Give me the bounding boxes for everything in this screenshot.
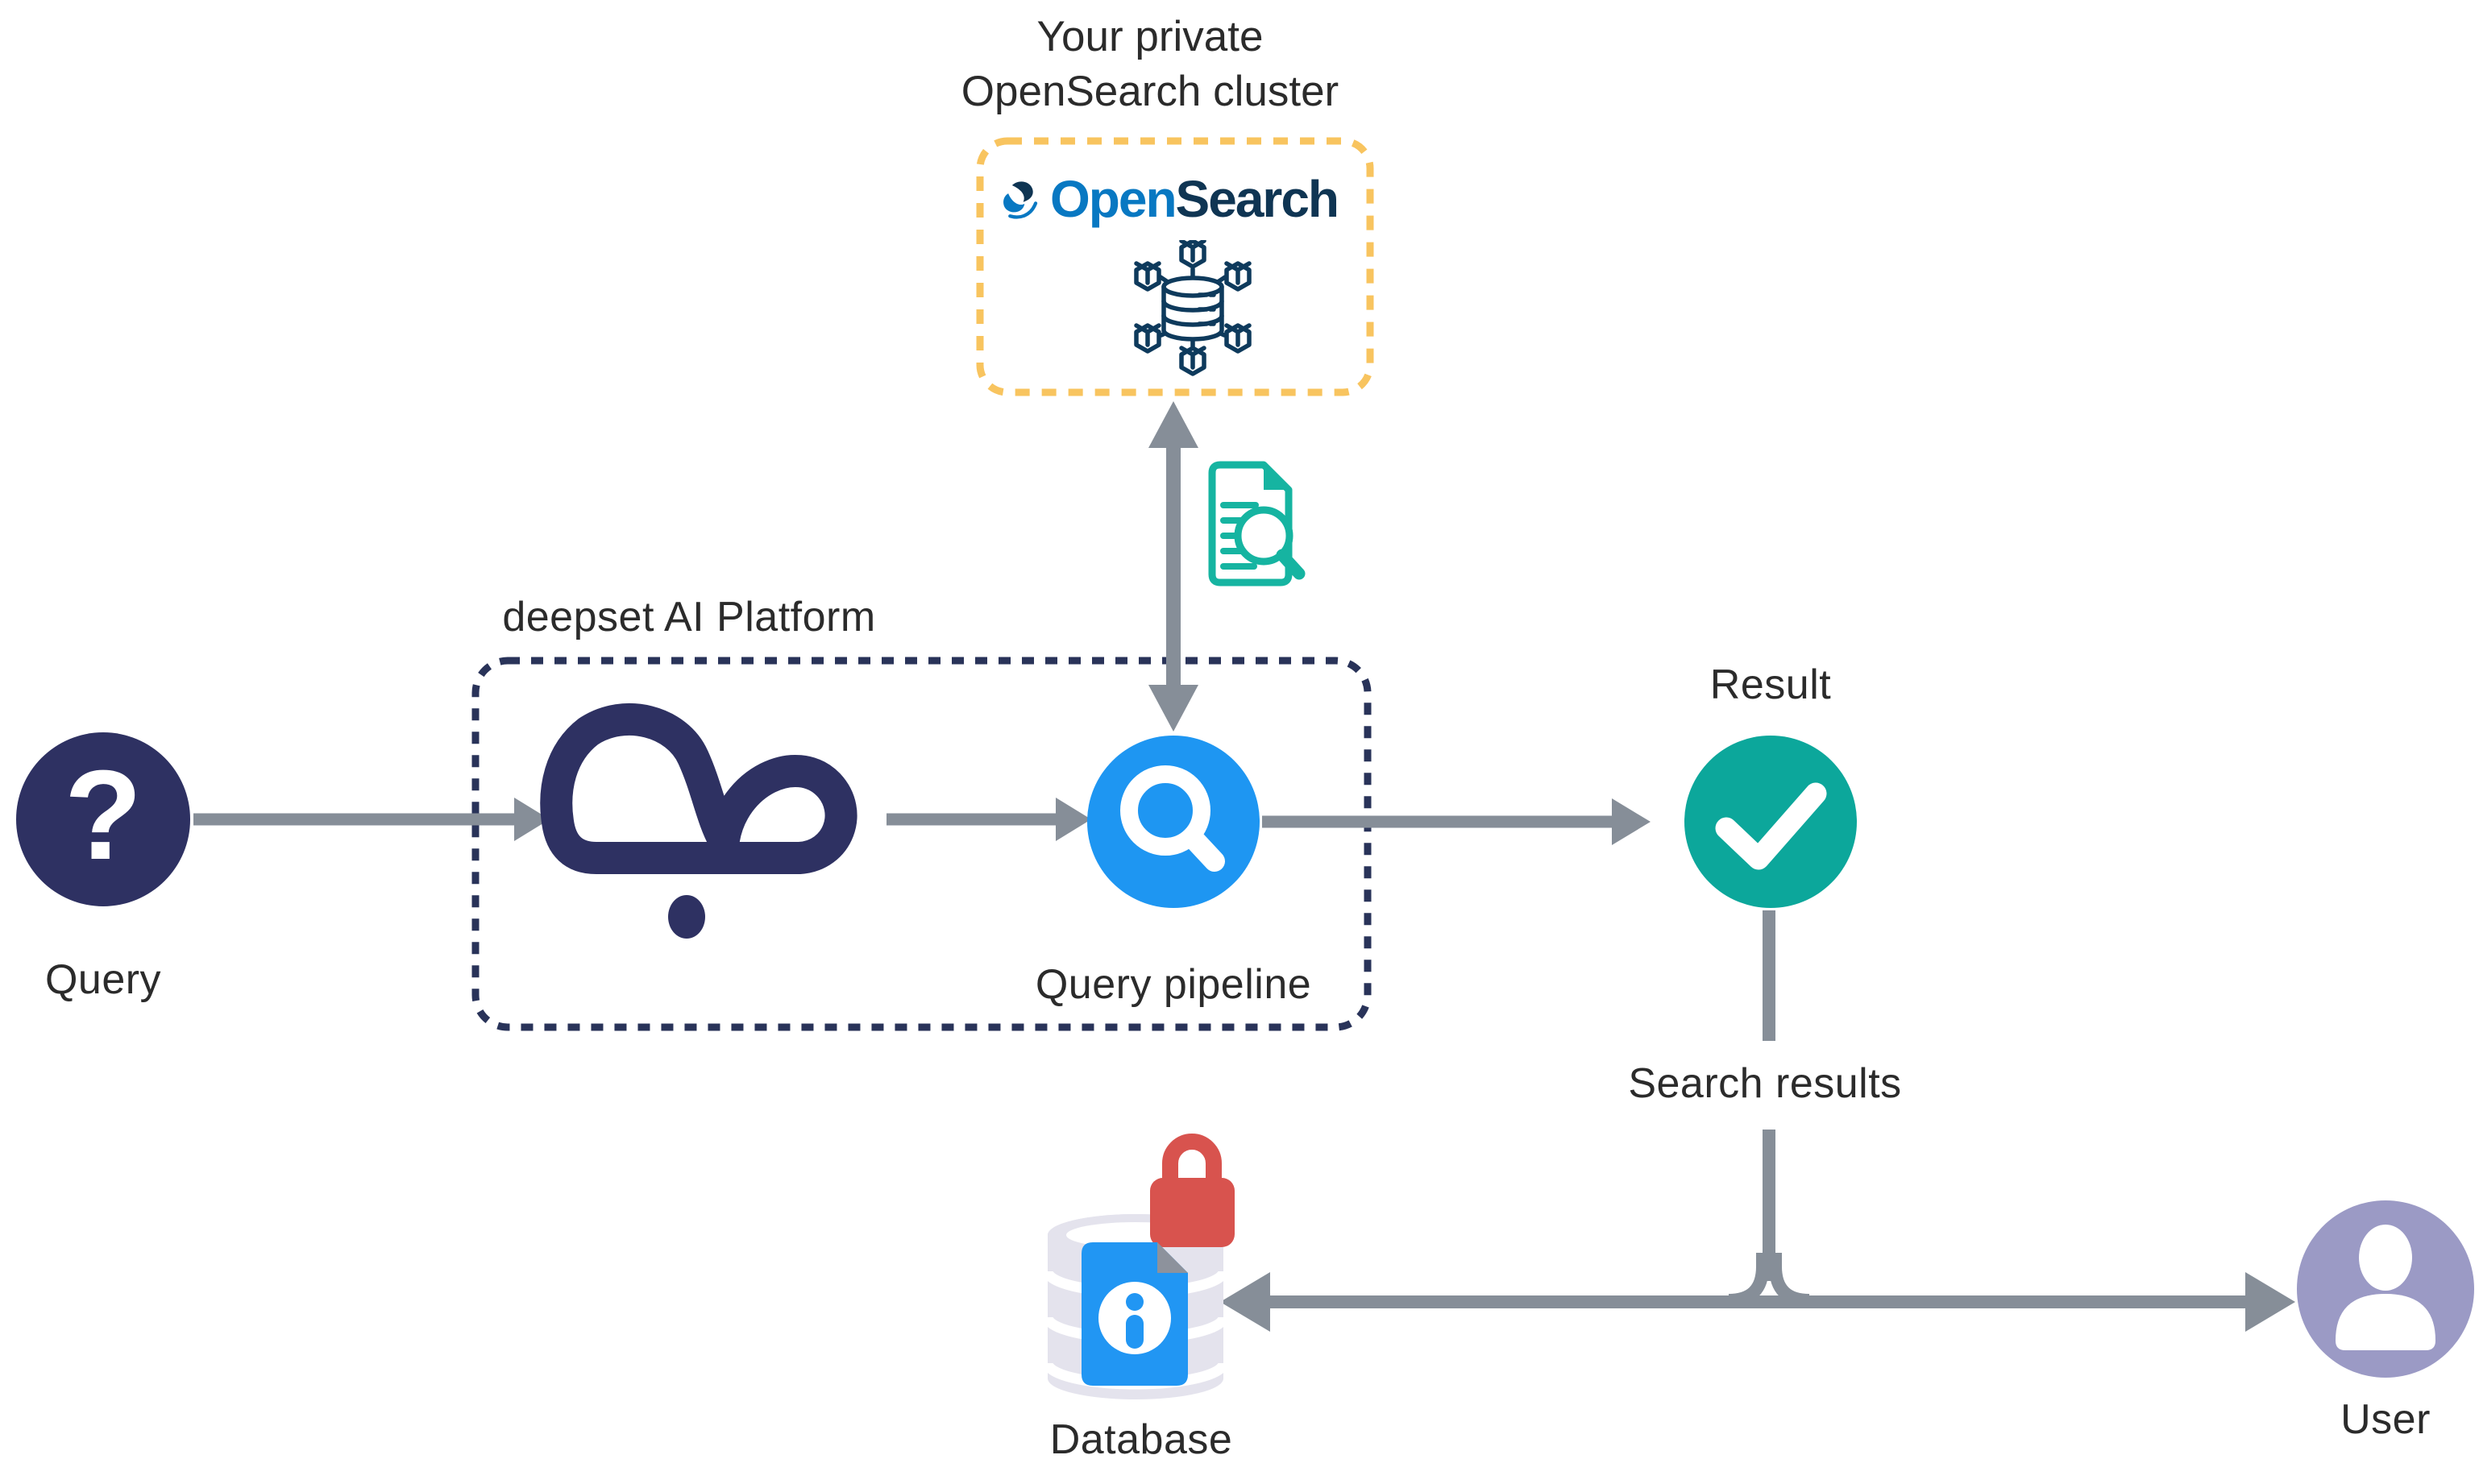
query-label: Query <box>44 956 162 1003</box>
split-fillet-left <box>1728 1253 1769 1307</box>
person-icon <box>2336 1225 2435 1350</box>
distributed-database-icon <box>1134 240 1252 376</box>
query-node: ? <box>16 732 190 906</box>
opensearch-cluster-title: Your private OpenSearch cluster <box>961 10 1339 119</box>
info-document-icon <box>1082 1242 1188 1386</box>
opensearch-cluster-box <box>976 137 1374 396</box>
query-pipeline-node <box>1087 736 1260 908</box>
opensearch-wordmark-open: Open <box>1049 170 1177 228</box>
search-results-label: Search results <box>1620 1059 1910 1108</box>
arrowhead-deepset-to-pipeline <box>1056 798 1091 841</box>
user-label: User <box>2340 1396 2431 1443</box>
user-node <box>2297 1200 2474 1378</box>
arrowhead-up-to-cluster <box>1148 401 1198 448</box>
question-mark-icon: ? <box>64 744 143 886</box>
opensearch-logo: OpenSearch <box>999 155 1339 243</box>
arrowhead-down-to-pipeline <box>1148 685 1198 732</box>
result-label: Result <box>1709 661 1832 708</box>
check-icon <box>1715 782 1827 870</box>
deepset-cloud-logo-icon <box>540 703 857 939</box>
arrowhead-to-database <box>1220 1272 1270 1332</box>
arrowhead-pipeline-to-result <box>1612 798 1651 845</box>
lock-icon <box>1150 1134 1235 1247</box>
database-label: Database <box>1049 1416 1233 1463</box>
arrowhead-to-user <box>2245 1272 2295 1332</box>
split-fillet-right <box>1769 1253 1810 1307</box>
opensearch-wordmark: OpenSearch <box>1049 169 1339 229</box>
title-line-2: OpenSearch cluster <box>961 68 1339 115</box>
deepset-logo-dot <box>668 895 705 939</box>
database-group <box>1042 1134 1235 1399</box>
query-pipeline-label: Query pipeline <box>1035 961 1312 1008</box>
opensearch-logo-icon <box>1003 181 1038 219</box>
deepset-platform-box <box>471 657 1372 1031</box>
document-search-icon <box>1208 461 1306 587</box>
title-line-1: Your private <box>1036 13 1264 60</box>
result-node <box>1684 736 1857 908</box>
magnifier-icon <box>1120 765 1225 872</box>
arrows <box>193 401 2295 1332</box>
arrowhead-query-to-deepset <box>514 798 550 841</box>
opensearch-wordmark-search: Search <box>1175 170 1339 228</box>
deepset-platform-label: deepset AI Platform <box>502 594 876 640</box>
